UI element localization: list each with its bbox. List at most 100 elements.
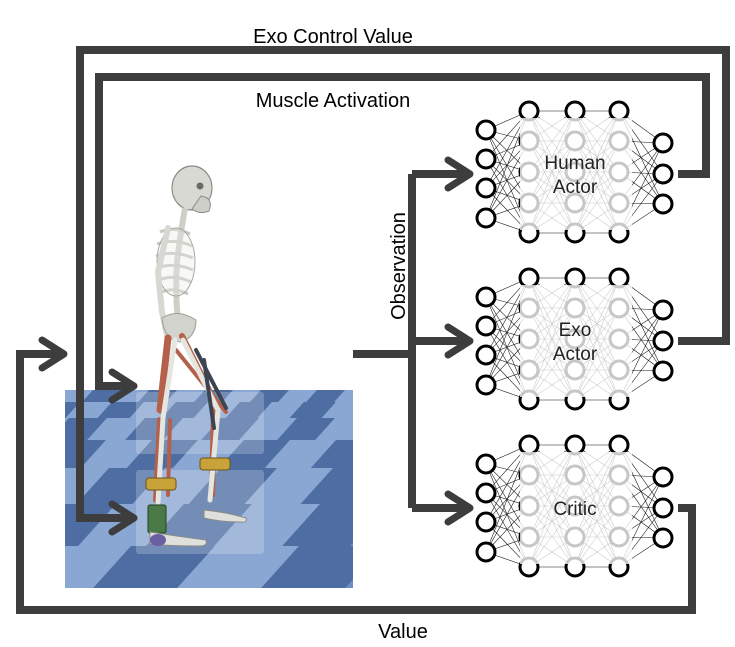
input-node: [475, 511, 497, 533]
floor-tile: [65, 418, 107, 440]
floor-tile: [321, 402, 353, 418]
input-node: [475, 344, 497, 366]
floor-tile: [0, 440, 60, 468]
floor-tile: [0, 468, 53, 504]
network-label-critic-line-1: Critic: [553, 499, 596, 520]
floor-tile: [261, 546, 353, 588]
muscle-activation-label: Muscle Activation: [256, 90, 411, 112]
input-node: [475, 541, 497, 563]
network-label-human-actor-line-2: Actor: [553, 177, 598, 198]
exo-control-value-arrow: [76, 46, 730, 522]
input-node: [475, 374, 497, 396]
hidden-node: [564, 434, 586, 456]
output-node: [652, 132, 674, 154]
floor-tile: [315, 418, 353, 440]
value-arrow: [16, 350, 696, 614]
muscle-activation-arrowhead: [108, 368, 138, 404]
floor-tile: [257, 402, 304, 418]
observation-arrowhead-human: [444, 156, 474, 192]
flow-arrows: [16, 46, 730, 614]
floor-tile: [80, 440, 152, 468]
floor-tile: [218, 440, 290, 468]
hidden-node: [518, 267, 540, 289]
floor-tile: [214, 504, 320, 546]
floor-tile: [277, 418, 335, 440]
input-node: [475, 315, 497, 337]
output-node: [652, 330, 674, 352]
floor-tile: [166, 390, 205, 402]
value-label: Value: [378, 621, 428, 643]
floor-tile: [289, 402, 336, 418]
output-node: [652, 497, 674, 519]
exo-control-arrowhead: [108, 500, 138, 536]
floor-tile: [2, 402, 48, 418]
input-node: [475, 119, 497, 141]
floor-tile: [97, 402, 144, 418]
floor-tile: [244, 468, 333, 504]
floor-tile: [334, 390, 353, 402]
observation-arrowhead-exo: [444, 323, 474, 359]
input-node: [475, 286, 497, 308]
floor-tile: [278, 390, 317, 402]
observation-label: Observation: [388, 212, 410, 320]
network-label-backdrop: [520, 285, 632, 397]
observation-arrowhead-critic: [444, 490, 474, 526]
floor-tile: [0, 418, 31, 440]
network-label-backdrop: [520, 452, 632, 564]
output-node: [652, 299, 674, 321]
input-node: [475, 207, 497, 229]
hidden-node: [564, 100, 586, 122]
floor-tile: [172, 440, 244, 468]
text-labels: Exo Control Value Muscle Activation Obse…: [253, 26, 428, 643]
floor-tile: [163, 418, 221, 440]
output-node: [652, 466, 674, 488]
floor-tile: [264, 440, 336, 468]
floor-tile: [93, 546, 215, 588]
floor-tile: [300, 468, 353, 504]
value-arrowhead: [38, 336, 68, 372]
floor-tile: [282, 504, 353, 546]
floor-tile: [250, 390, 289, 402]
simulation-scene: [0, 165, 353, 588]
floor-tile: [177, 546, 299, 588]
input-node: [475, 453, 497, 475]
floor-tile: [87, 418, 145, 440]
network-label-exo-actor-line-1: Exo: [559, 320, 592, 341]
floor-tile: [161, 402, 208, 418]
skeleton-figure: [145, 165, 247, 547]
floor-tile: [65, 418, 69, 423]
floor-tile: [0, 504, 48, 546]
input-node: [475, 148, 497, 170]
hidden-node: [518, 434, 540, 456]
observation-arrow: [353, 170, 466, 512]
output-node: [652, 527, 674, 549]
network-label-human-actor-line-1: Human: [544, 153, 605, 174]
hidden-node: [608, 267, 630, 289]
network-label-exo-actor-line-2: Actor: [553, 344, 598, 365]
output-node: [652, 163, 674, 185]
floor-tile: [310, 440, 353, 468]
knee-highlight-box: [136, 392, 264, 454]
output-node: [652, 193, 674, 215]
floor-tile: [76, 468, 165, 504]
network-label-backdrop: [520, 118, 632, 230]
input-node: [475, 177, 497, 199]
hidden-node: [564, 267, 586, 289]
floor-tile: [306, 390, 345, 402]
network-critic: Critic: [475, 434, 674, 578]
hidden-node: [608, 434, 630, 456]
muscle-activation-arrow: [95, 73, 710, 390]
floor-tile: [65, 546, 131, 588]
floor-tile: [239, 418, 297, 440]
floor-tile: [225, 402, 272, 418]
hidden-node: [608, 100, 630, 122]
input-node: [475, 482, 497, 504]
floor-tile: [222, 390, 261, 402]
exo-control-value-label: Exo Control Value: [253, 26, 413, 48]
floor-tile: [26, 390, 65, 402]
output-node: [652, 360, 674, 382]
